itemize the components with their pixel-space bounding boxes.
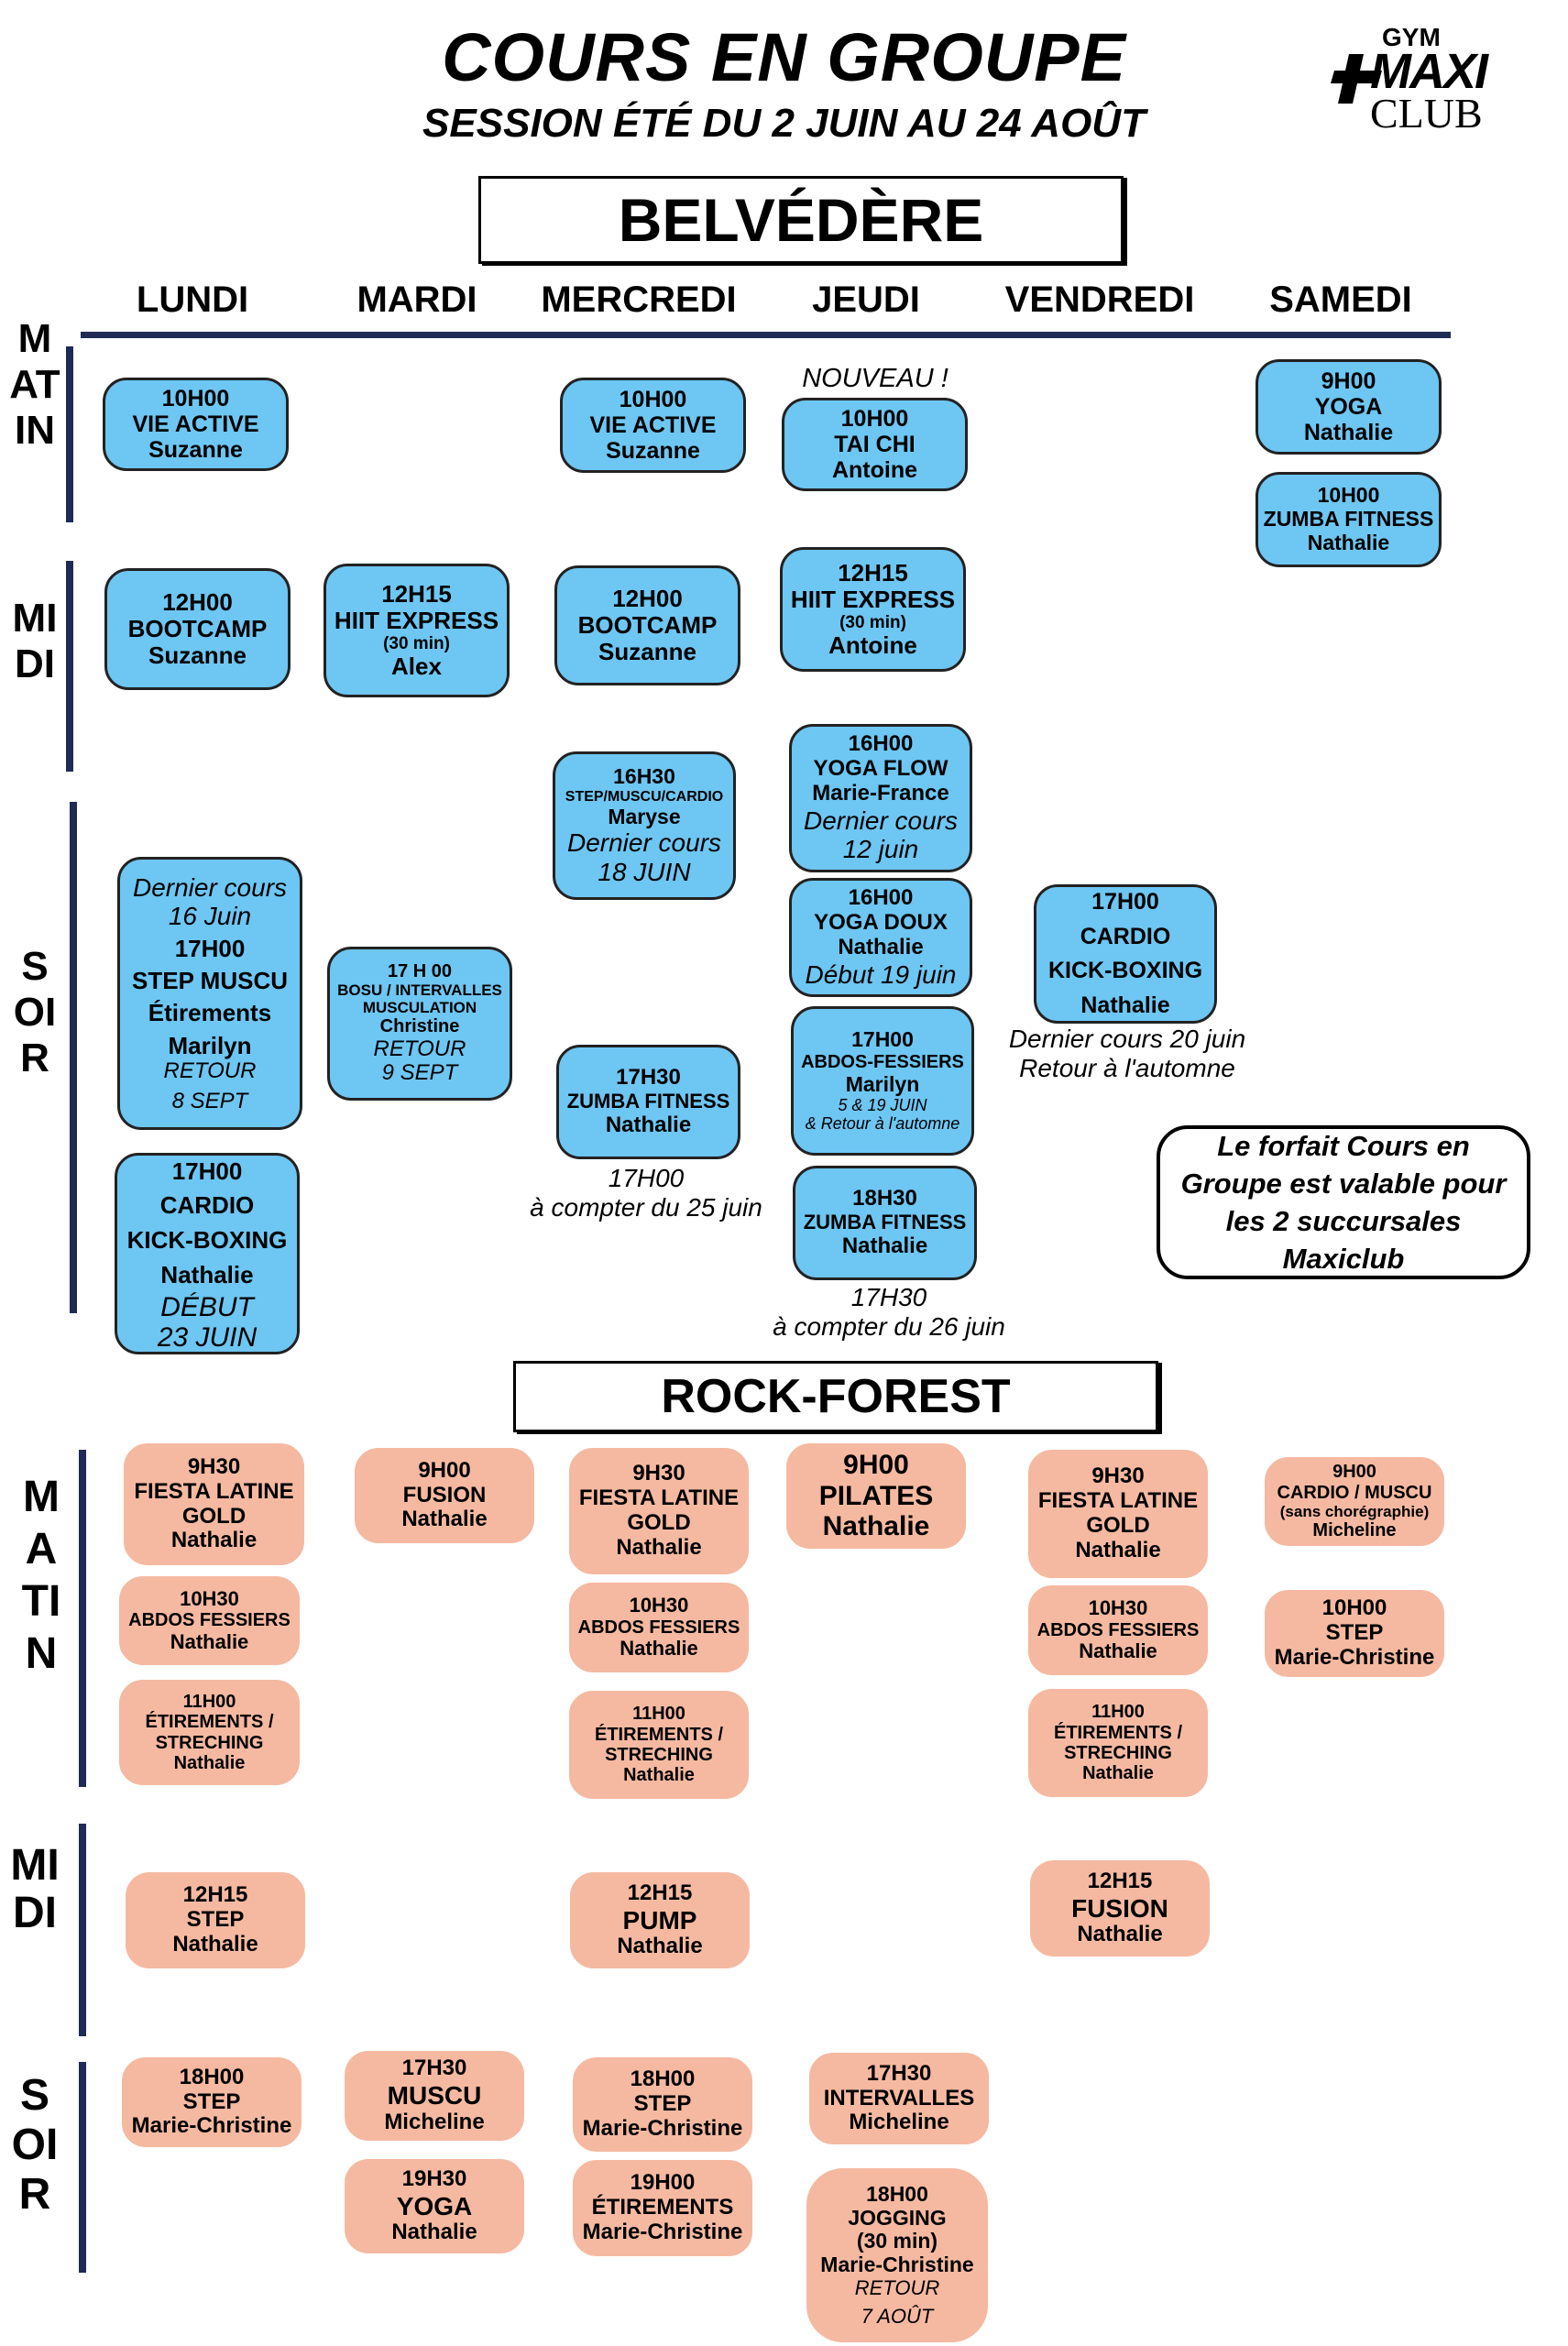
- plus-icon: [1331, 54, 1382, 104]
- period-label-soir: SOIR: [13, 944, 57, 1080]
- header-rule: [81, 332, 1451, 338]
- nouveau-label: NOUVEAU !: [802, 364, 948, 393]
- logo-maxi-text: MAXI: [1370, 44, 1488, 99]
- day-mardi: MARDI: [356, 280, 477, 320]
- period-label-midi: MIDI: [10, 1841, 60, 1937]
- day-vendredi: VENDREDI: [1004, 280, 1195, 320]
- period-label-matin: MATIN: [21, 1473, 61, 1678]
- day-jeudi: JEUDI: [812, 280, 920, 320]
- page-title: COURS EN GROUPE: [442, 19, 1126, 95]
- bar-rockforest-matin: [79, 1450, 86, 1787]
- gym-maxi-club-logo: GYM MAXI CLUB: [1329, 23, 1530, 137]
- day-samedi: SAMEDI: [1269, 280, 1412, 320]
- day-mercredi: MERCREDI: [541, 280, 737, 320]
- location-belvedere: BELVÉDÈRE: [478, 176, 1124, 264]
- logo-club-text: CLUB: [1370, 90, 1483, 137]
- logo-gym-text: GYM: [1382, 23, 1441, 51]
- bar-belvedere-midi: [66, 561, 73, 772]
- day-lundi: LUNDI: [136, 280, 249, 320]
- bar-rockforest-midi: [79, 1824, 86, 2036]
- bar-belvedere-matin: [66, 346, 73, 522]
- bar-belvedere-soir: [70, 802, 77, 1313]
- location-rock-forest: ROCK-FOREST: [513, 1361, 1158, 1432]
- session-subtitle: SESSION ÉTÉ DU 2 JUIN AU 24 AOÛT: [422, 101, 1146, 146]
- bar-rockforest-soir: [79, 2062, 86, 2273]
- forfait-notice: Le forfait Cours en Groupe est valable p…: [1157, 1125, 1530, 1279]
- period-label-matin: MATIN: [9, 316, 60, 453]
- period-label-midi: MIDI: [12, 596, 58, 686]
- period-label-soir: SOIR: [11, 2071, 59, 2219]
